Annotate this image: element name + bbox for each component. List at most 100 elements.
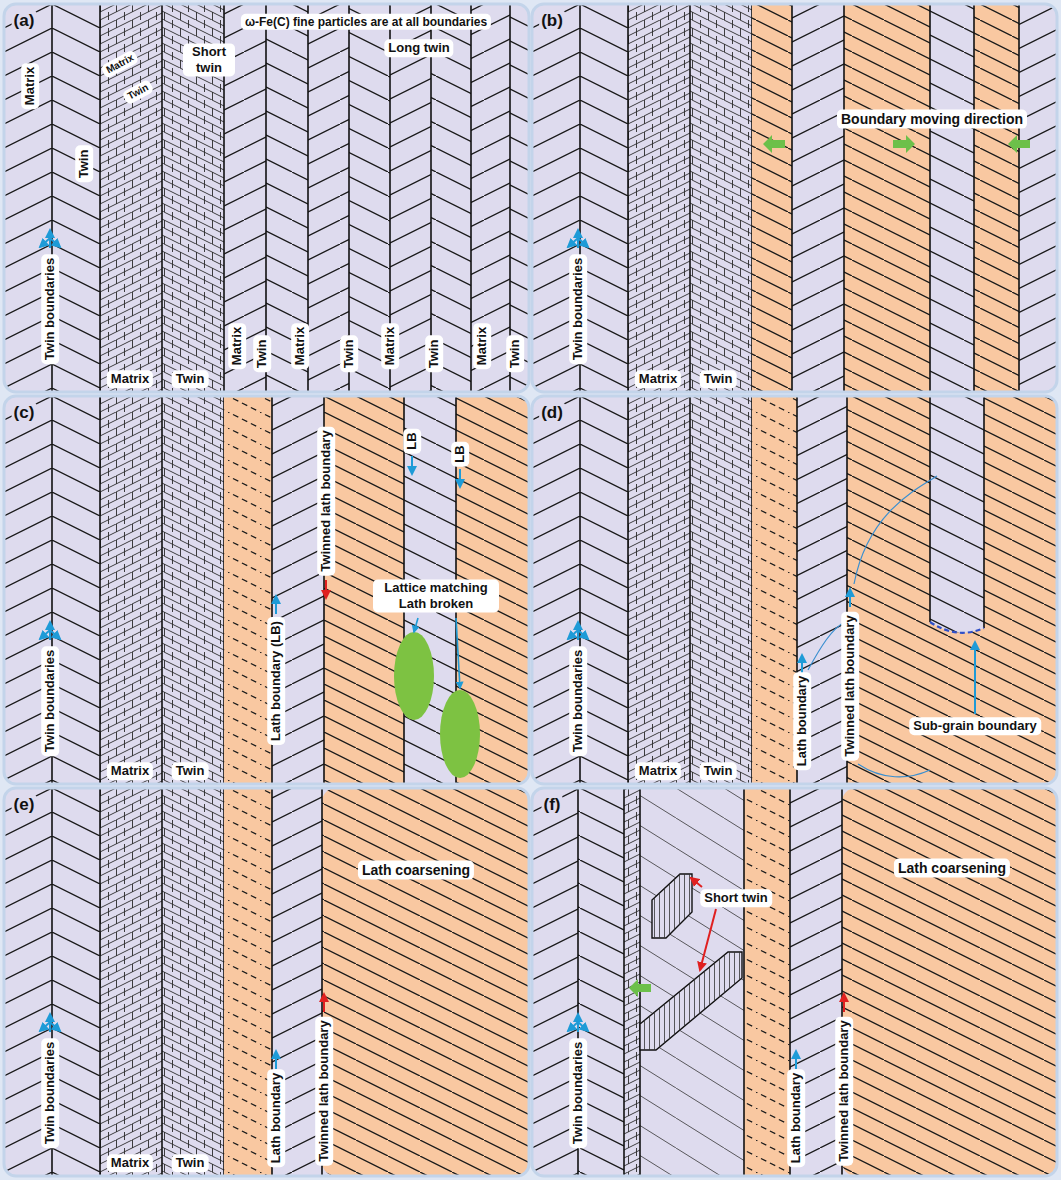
boundary-label: Lath boundary (LB) [267,617,285,745]
panel-letter: (f) [542,795,563,815]
boundary-label: Twin boundaries [569,254,587,364]
panel-letter: (b) [539,11,565,31]
label-holder: Matrix [107,370,153,388]
label-holder: Lath boundary [267,1069,285,1167]
boundary-label: Twin boundaries [569,646,587,756]
phase-label: Matrix [473,323,491,369]
phase-label: Matrix [635,370,681,388]
panel: (e) Lath coarseningLath boundary Twinned l… [4,788,529,1176]
phase-label: Twin [340,336,358,373]
phase-label: Twin [172,1154,209,1172]
label-holder: Boundary moving direction [837,110,1027,129]
panel-letter: (a) [12,11,37,31]
boundary-label: Lath boundary [267,1069,285,1167]
label-holder: (f) [542,795,563,815]
panel: (b) Boundary moving directionTwin boundar… [532,4,1057,392]
phase-label: Twin [425,336,443,373]
note-label: Boundary moving direction [837,110,1027,129]
boundary-label: Twin boundaries [41,646,59,756]
label-holder: Twin boundaries [569,254,587,364]
phase-label: Matrix [291,323,309,369]
label-holder: Twin [75,146,93,183]
region-label: Lath coarsening [358,861,474,880]
label-holder: Lath boundary (LB) [267,617,285,745]
label-holder: Twin [425,336,443,373]
label-holder: Matrix [473,323,491,369]
panel-d-art [532,396,1057,784]
label-holder: Short twin [700,889,772,907]
phase-label: Twin [75,146,93,183]
boundary-label: Lath boundary [787,1069,805,1167]
label-holder: Lath coarsening [358,861,474,880]
label-holder: Matrix [21,63,39,109]
label-holder: Twin [700,370,737,388]
label-holder: Twin boundaries [41,646,59,756]
phase-label: Matrix [107,1154,153,1172]
panel: (d) Lath boundary Twinned lath boundarySub… [532,396,1057,784]
label-holder: Short twin [183,43,235,76]
panel-e-art [4,788,529,1176]
region-label: Short twin [183,43,235,76]
label-holder: Lath boundary [793,672,811,770]
label-holder: Twin [172,370,209,388]
label-holder: Lath boundary [787,1069,805,1167]
phase-label: Twin [506,336,524,373]
region-label: Long twin [384,39,453,57]
label-holder: Lattice matching Lath broken [373,579,499,612]
phase-label: Twin [172,370,209,388]
panel-b-art [532,4,1057,392]
label-holder: Twin [340,336,358,373]
label-holder: Twin boundaries [569,646,587,756]
label-holder: Matrix [107,1154,153,1172]
label-holder: Matrix [228,323,246,369]
note-label: Sub-grain boundary [909,717,1041,735]
label-holder: Matrix [635,370,681,388]
label-holder: Lath coarsening [894,859,1010,878]
panel: (f) Short twin Lath coarseningLath boundar… [532,788,1057,1176]
label-holder: Twin [121,79,154,105]
label-holder: Twinned lath boundary [315,1016,333,1165]
panel-letter: (d) [539,403,565,423]
boundary-label: Twin boundaries [569,1038,587,1148]
label-holder: Twinned lath boundary [841,611,859,760]
label-holder: Sub-grain boundary [909,717,1041,735]
phase-label: Twin [700,370,737,388]
phase-label: Matrix [21,63,39,109]
label-holder: Matrix [100,49,140,79]
label-holder: (c) [12,403,37,423]
boundary-label: Twin boundaries [41,254,59,364]
panel-a-art [4,4,529,392]
phase-label: Matrix [635,762,681,780]
label-holder: LB [451,441,469,466]
label-holder: Twin boundaries [569,1038,587,1148]
phase-label: Matrix [228,323,246,369]
label-holder: Twinned lath boundary [317,426,335,575]
phase-label: Matrix [107,762,153,780]
label-holder: (b) [539,11,565,31]
label-holder: Twin [172,762,209,780]
panel: (c) LB LB Twinned lath boundaryLattice matc… [4,396,529,784]
phase-label: Twin [253,336,271,373]
label-holder: Long twin [384,39,453,57]
note-label: ω-Fe(C) fine particles are at all bounda… [241,14,491,30]
label-holder: Twin boundaries [41,254,59,364]
label-holder: (e) [12,795,37,815]
panel-c-art [4,396,529,784]
panel-letter: (c) [12,403,37,423]
label-holder: Matrix [291,323,309,369]
boundary-label: Twinned lath boundary [315,1016,333,1165]
label-holder: (a) [12,11,37,31]
phase-label: Matrix [107,370,153,388]
label-holder: Twin [253,336,271,373]
label-holder: Twin [700,762,737,780]
label-holder: Matrix [381,323,399,369]
label-holder: Matrix [635,762,681,780]
boundary-label: LB [403,428,421,453]
phase-label: Matrix [381,323,399,369]
label-holder: (d) [539,403,565,423]
label-holder: Twin [506,336,524,373]
boundary-label: LB [451,441,469,466]
label-holder: LB [403,428,421,453]
panel-f-art [532,788,1057,1176]
